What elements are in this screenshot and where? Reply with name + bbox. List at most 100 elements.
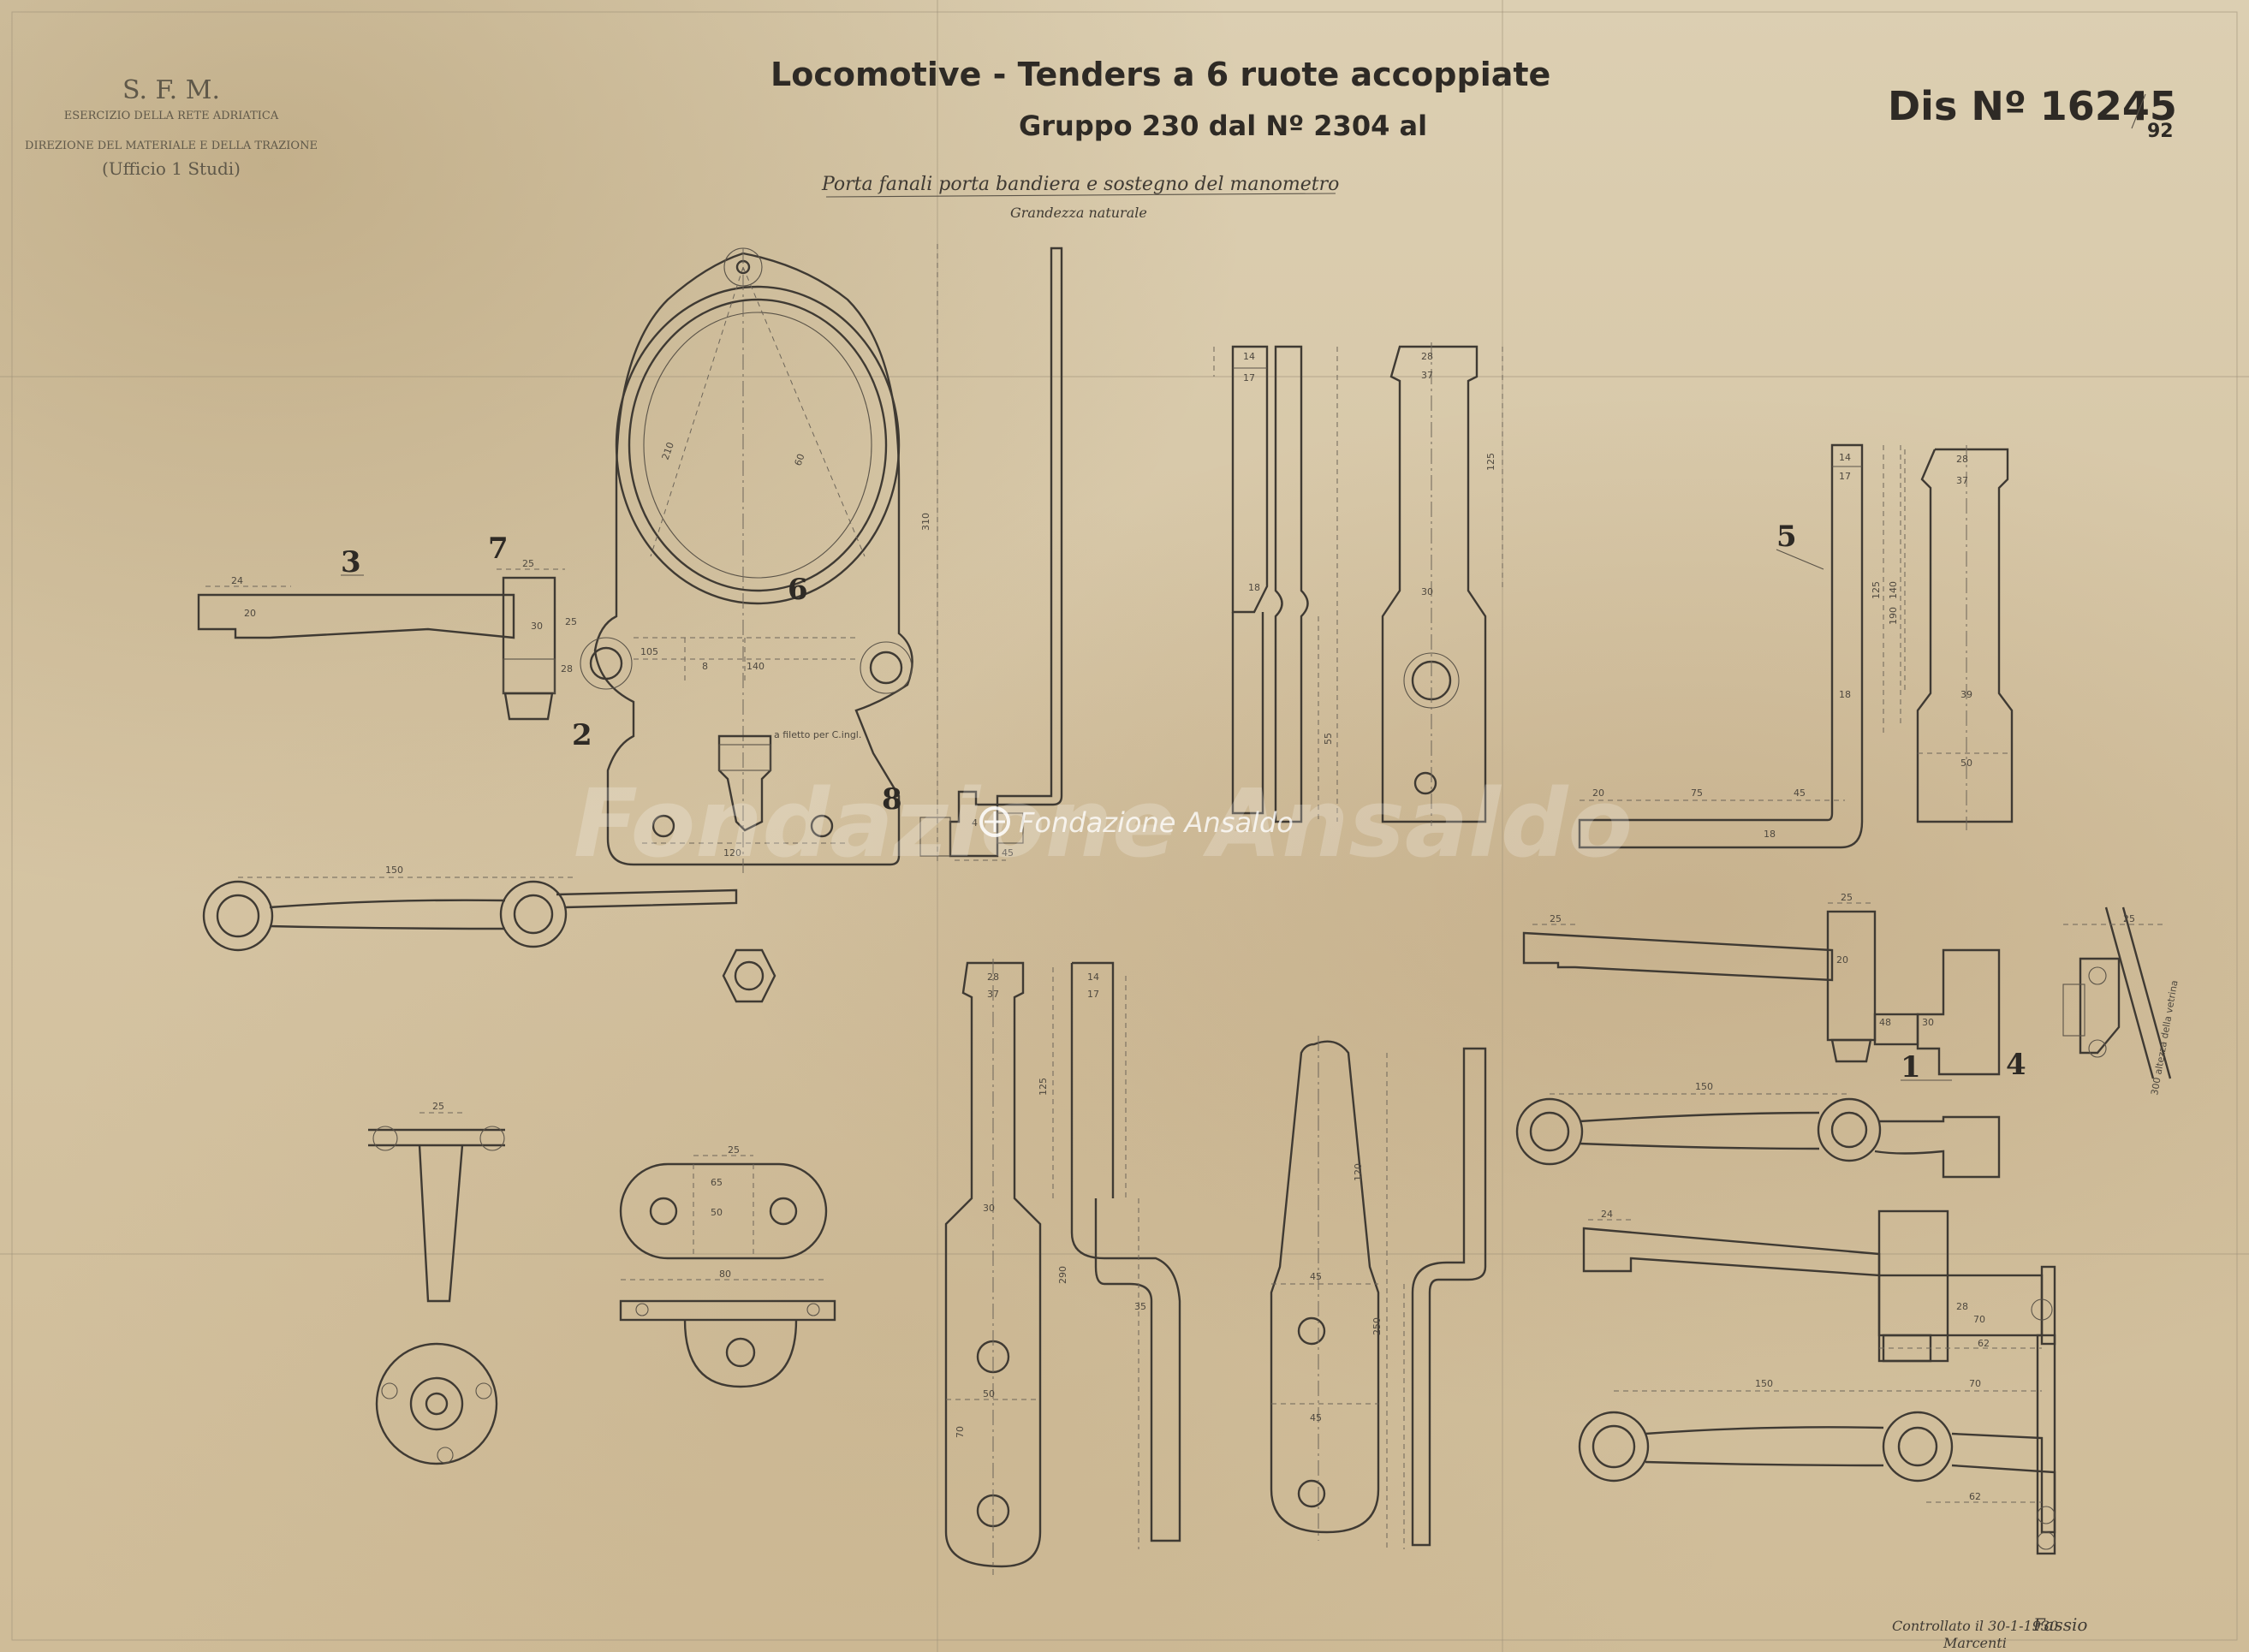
svg-text:70: 70 <box>1969 1378 1981 1389</box>
flag-socket: 25 <box>368 1101 505 1465</box>
part-mark-1: 1 <box>1901 1050 1921 1084</box>
svg-text:80: 80 <box>719 1269 731 1280</box>
svg-text:310: 310 <box>920 513 931 531</box>
svg-text:25: 25 <box>1841 892 1853 903</box>
drawing-number-suffix: 92 <box>2147 121 2174 142</box>
svg-text:65: 65 <box>711 1177 723 1188</box>
stamp-line-3: DIREZIONE DEL MATERIALE E DELLA TRAZIONE <box>25 140 318 152</box>
stamp-line-4: (Ufficio 1 Studi) <box>102 158 241 179</box>
svg-text:70: 70 <box>1973 1314 1985 1325</box>
stamp-line-1: S. F. M. <box>122 75 220 105</box>
svg-text:17: 17 <box>1243 372 1255 383</box>
svg-text:120: 120 <box>1353 1163 1364 1181</box>
connecting-rod-left: 150 <box>202 865 738 952</box>
flat-bar-lower-1: 28 37 30 50 70 125 <box>944 959 1054 1575</box>
svg-text:24: 24 <box>231 575 243 586</box>
group-label: Gruppo 230 dal Nº 2304 al <box>1019 110 1427 142</box>
part-mark-6: 6 <box>788 573 808 607</box>
watermark-large-text: Fondazione Ansaldo <box>574 769 1633 878</box>
part-mark-4: 4 <box>2006 1048 2026 1082</box>
svg-text:18: 18 <box>1839 689 1851 700</box>
svg-text:140: 140 <box>747 661 765 672</box>
lamp-bracket-part: 210 60 105 140 8 120 a filetto per C.ing… <box>580 247 913 873</box>
svg-text:17: 17 <box>1087 989 1099 1000</box>
connecting-rod-lower-right: 150 70 62 <box>1578 1334 2056 1555</box>
svg-text:50: 50 <box>1960 758 1972 769</box>
svg-text:48: 48 <box>1879 1017 1891 1028</box>
svg-text:30: 30 <box>1421 586 1433 597</box>
svg-text:37: 37 <box>1956 475 1968 486</box>
svg-text:150: 150 <box>385 865 403 876</box>
svg-text:62: 62 <box>1969 1491 1981 1502</box>
svg-text:25: 25 <box>522 558 534 569</box>
svg-text:50: 50 <box>983 1388 995 1399</box>
svg-text:210: 210 <box>660 441 676 461</box>
svg-text:8: 8 <box>702 661 708 672</box>
checked-note: Controllato il 30-1-1930 <box>1892 1618 2058 1634</box>
svg-text:28: 28 <box>1421 351 1433 362</box>
scale-note: Grandezza naturale <box>1010 205 1147 221</box>
flat-bar-upper-1: 14 17 18 <box>1213 345 1269 815</box>
svg-text:75: 75 <box>1691 787 1703 799</box>
svg-text:125: 125 <box>1871 581 1882 599</box>
flat-bar-upper-2 <box>1274 345 1338 823</box>
svg-text:150: 150 <box>1755 1378 1773 1389</box>
part-numbers: 3 7 2 6 8 5 1 4 <box>341 520 2026 1084</box>
svg-text:290: 290 <box>1057 1266 1068 1284</box>
svg-text:120: 120 <box>723 847 741 859</box>
svg-text:39: 39 <box>1960 689 1972 700</box>
lever-part-1: 25 25 48 30 20 <box>1522 892 2001 1076</box>
railway-stamp: S. F. M. ESERCIZIO DELLA RETE ADRIATICA … <box>25 75 318 179</box>
connecting-rod-right: 150 <box>1515 1081 2001 1179</box>
l-bracket-part-5: 14 17 125 140 18 20 75 45 18 <box>1578 443 1901 849</box>
flat-bar-lower-4: 250 <box>1371 1047 1487 1549</box>
svg-text:28: 28 <box>561 663 573 674</box>
svg-text:250: 250 <box>1371 1317 1383 1335</box>
svg-text:20: 20 <box>1592 787 1604 799</box>
nut-detail <box>722 948 776 1003</box>
watermark: Fondazione Ansaldo Fondazione Ansaldo <box>574 769 1633 878</box>
svg-text:45: 45 <box>1794 787 1806 799</box>
svg-text:62: 62 <box>1978 1338 1990 1349</box>
svg-text:125: 125 <box>1038 1078 1049 1096</box>
lever-lower-right: 24 70 62 28 <box>1582 1209 2056 1363</box>
signature: Fassio <box>2032 1614 2087 1635</box>
rail-note: 300 altezza della vetrina <box>2149 979 2180 1096</box>
part-mark-7: 7 <box>488 532 509 566</box>
svg-text:20: 20 <box>1836 954 1848 966</box>
approval-notes: Controllato il 30-1-1930 Marcenti Fassio <box>1892 1614 2087 1651</box>
svg-text:20: 20 <box>244 608 256 619</box>
flat-bar-lower-3: 45 45 120 <box>1270 1036 1380 1541</box>
rail-bracket-part-4: 25 300 altezza della vetrina <box>2062 906 2181 1096</box>
part-mark-2: 2 <box>572 718 592 752</box>
svg-text:4: 4 <box>972 817 978 829</box>
svg-text:30: 30 <box>531 621 543 632</box>
svg-text:18: 18 <box>1248 582 1260 593</box>
svg-text:35: 35 <box>1134 1301 1146 1312</box>
thread-note: a filetto per C.ingl. <box>774 729 861 740</box>
flat-bar-upper-3: 28 37 125 30 55 <box>1323 342 1503 826</box>
svg-text:18: 18 <box>1764 829 1776 840</box>
drawing-number: Dis Nº 16245 <box>1888 83 2177 129</box>
svg-text:140: 140 <box>1888 581 1899 599</box>
svg-text:45: 45 <box>1002 847 1014 859</box>
svg-text:17: 17 <box>1839 471 1851 482</box>
svg-text:14: 14 <box>1243 351 1255 362</box>
svg-text:25: 25 <box>2123 913 2135 924</box>
flat-bar-lower-2: 14 17 35 290 <box>1057 961 1181 1549</box>
svg-text:37: 37 <box>1421 370 1433 381</box>
drawing-title: Locomotive - Tenders a 6 ruote accoppiat… <box>770 56 1550 93</box>
svg-text:45: 45 <box>1310 1271 1322 1282</box>
svg-text:28: 28 <box>1956 1301 1968 1312</box>
svg-text:190: 190 <box>1888 607 1899 625</box>
svg-text:70: 70 <box>955 1426 966 1438</box>
oval-plate: 25 65 50 80 <box>619 1144 836 1388</box>
svg-text:28: 28 <box>1956 454 1968 465</box>
svg-text:55: 55 <box>1323 733 1334 745</box>
flag-rod: 310 <box>920 244 1063 865</box>
stamp-line-2: ESERCIZIO DELLA RETE ADRIATICA <box>64 110 279 122</box>
svg-text:24: 24 <box>1601 1209 1613 1220</box>
watermark-logo-icon <box>979 806 1010 837</box>
